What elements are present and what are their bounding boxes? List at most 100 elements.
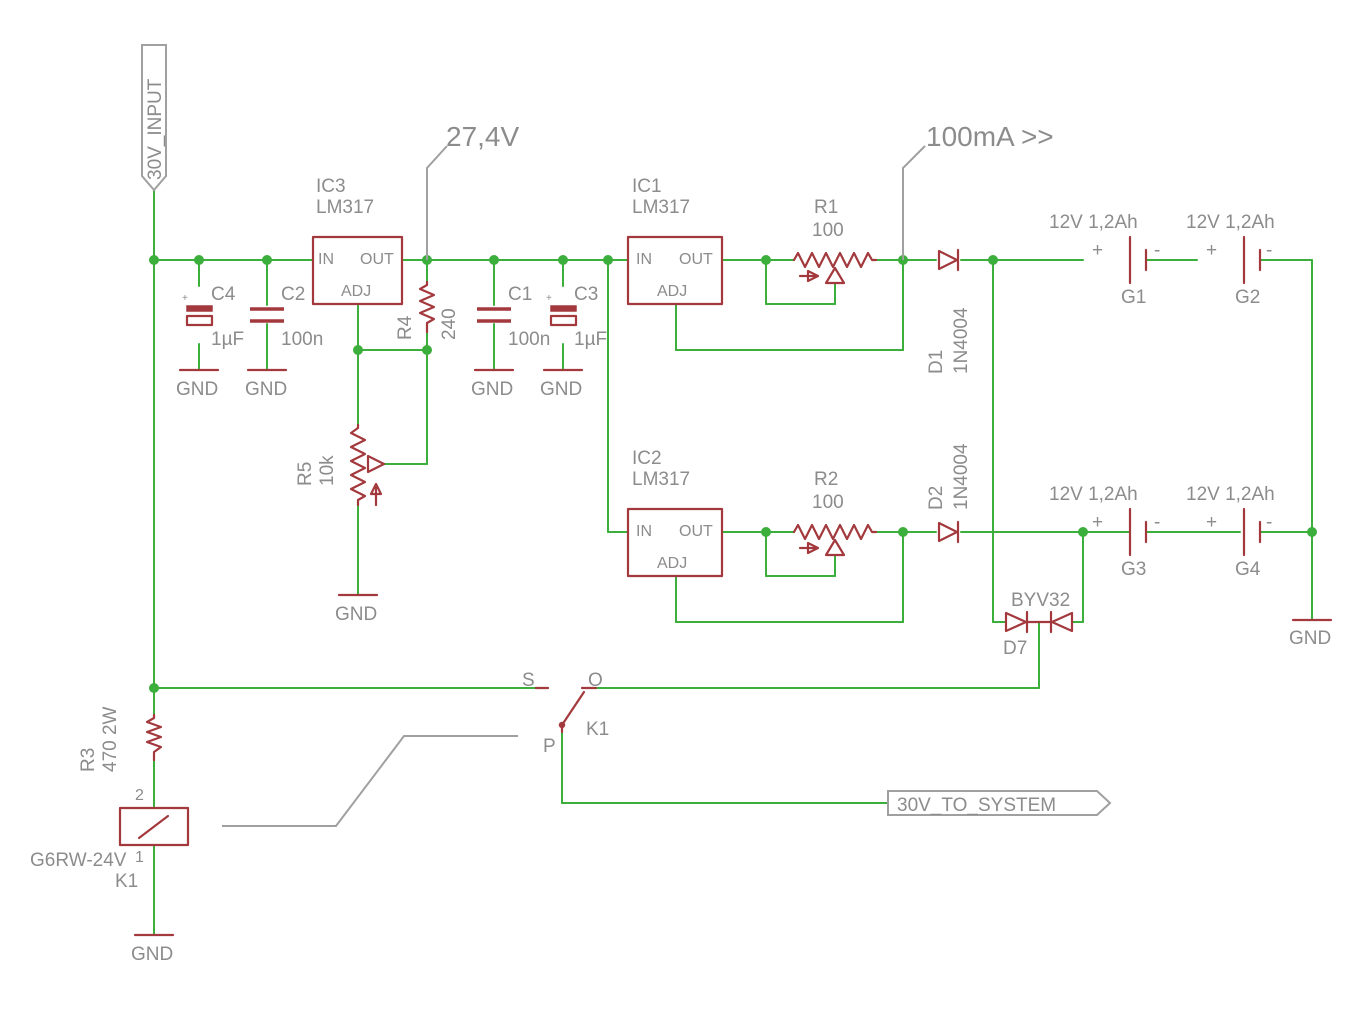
resistor-r3: R3 470 2W <box>78 706 163 772</box>
svg-text:10k: 10k <box>317 455 338 486</box>
svg-text:-: - <box>1154 240 1160 261</box>
svg-text:+: + <box>182 293 188 304</box>
svg-text:ADJ: ADJ <box>657 283 687 300</box>
svg-text:1N4004: 1N4004 <box>951 443 972 510</box>
svg-text:O: O <box>588 670 603 691</box>
svg-text:C3: C3 <box>574 284 598 305</box>
gnd-c3: GND <box>540 368 584 400</box>
svg-text:OUT: OUT <box>360 251 394 268</box>
svg-text:C2: C2 <box>281 284 305 305</box>
svg-text:IC2: IC2 <box>632 448 662 469</box>
regulator-ic3: IN OUT ADJ IC3 LM317 <box>311 176 404 306</box>
svg-text:30V_INPUT: 30V_INPUT <box>145 78 166 180</box>
svg-text:G4: G4 <box>1235 559 1261 580</box>
svg-text:G2: G2 <box>1235 287 1260 308</box>
svg-text:K1: K1 <box>586 719 609 740</box>
svg-text:D7: D7 <box>1003 638 1027 659</box>
resistor-r2: R2 100 <box>792 469 878 557</box>
svg-text:G3: G3 <box>1121 559 1146 580</box>
svg-text:LM317: LM317 <box>632 469 690 490</box>
gnd-batteries: GND <box>1289 618 1333 649</box>
svg-text:100: 100 <box>812 220 844 241</box>
gnd-r5: GND <box>335 593 379 625</box>
battery-g1: + - 12V 1,2Ah G1 <box>1049 212 1160 308</box>
svg-text:IC1: IC1 <box>632 176 662 197</box>
svg-text:470 2W: 470 2W <box>100 706 121 772</box>
svg-text:+: + <box>1206 240 1217 261</box>
svg-text:12V 1,2Ah: 12V 1,2Ah <box>1186 484 1275 505</box>
svg-text:GND: GND <box>245 379 287 400</box>
voltage-annotation: 27,4V <box>426 121 519 260</box>
svg-text:100: 100 <box>812 492 844 513</box>
svg-text:P: P <box>543 736 556 757</box>
svg-text:-: - <box>1266 512 1272 533</box>
relay-linkage <box>222 735 518 827</box>
svg-text:LM317: LM317 <box>316 197 374 218</box>
wires <box>153 189 1313 936</box>
capacitor-c2: C2 100n <box>250 284 323 350</box>
gnd-c4: GND <box>176 368 220 400</box>
svg-text:100n: 100n <box>508 329 550 350</box>
svg-text:IN: IN <box>636 523 652 540</box>
svg-text:+: + <box>1092 512 1103 533</box>
svg-text:OUT: OUT <box>679 523 713 540</box>
gnd-c2: GND <box>245 368 287 400</box>
svg-text:C1: C1 <box>508 284 532 305</box>
svg-text:2: 2 <box>135 787 144 804</box>
svg-text:R5: R5 <box>295 462 316 486</box>
svg-text:GND: GND <box>471 379 513 400</box>
svg-text:-: - <box>1266 240 1272 261</box>
capacitor-c4: + C4 1µF <box>182 284 244 350</box>
svg-text:R1: R1 <box>814 197 838 218</box>
svg-text:GND: GND <box>540 379 582 400</box>
svg-text:R4: R4 <box>395 315 416 340</box>
svg-text:IN: IN <box>318 251 334 268</box>
gnd-relay: GND <box>131 933 175 965</box>
relay-contact: S O P K1 <box>522 670 609 757</box>
svg-text:-: - <box>1154 512 1160 533</box>
svg-text:BYV32: BYV32 <box>1011 590 1070 611</box>
svg-text:C4: C4 <box>211 284 236 305</box>
svg-text:G6RW-24V: G6RW-24V <box>30 850 127 871</box>
regulator-ic2: IN OUT ADJ IC2 LM317 <box>626 448 724 578</box>
svg-text:1: 1 <box>135 849 144 866</box>
capacitor-c3: + C3 1µF <box>546 284 607 350</box>
svg-text:240: 240 <box>439 308 460 340</box>
svg-text:IN: IN <box>636 251 652 268</box>
svg-text:30V_TO_SYSTEM: 30V_TO_SYSTEM <box>897 795 1056 816</box>
svg-text:R2: R2 <box>814 469 838 490</box>
svg-text:D1: D1 <box>926 350 947 374</box>
svg-text:+: + <box>546 293 552 304</box>
svg-text:IC3: IC3 <box>316 176 346 197</box>
svg-text:+: + <box>1206 512 1217 533</box>
battery-g2: + - 12V 1,2Ah G2 <box>1186 212 1275 308</box>
svg-text:12V 1,2Ah: 12V 1,2Ah <box>1049 484 1138 505</box>
gnd-c1: GND <box>471 368 515 400</box>
svg-text:S: S <box>522 670 535 691</box>
output-net-label: 30V_TO_SYSTEM <box>887 790 1112 816</box>
svg-text:1µF: 1µF <box>574 329 607 350</box>
svg-text:GND: GND <box>335 604 377 625</box>
relay-coil: 2 1 G6RW-24V K1 <box>30 787 190 892</box>
battery-g4: + - 12V 1,2Ah G4 <box>1186 484 1275 580</box>
svg-text:12V 1,2Ah: 12V 1,2Ah <box>1186 212 1275 233</box>
svg-text:K1: K1 <box>115 871 138 892</box>
svg-text:G1: G1 <box>1121 287 1146 308</box>
resistor-r1: R1 100 <box>792 197 878 285</box>
svg-text:ADJ: ADJ <box>657 555 687 572</box>
svg-text:R3: R3 <box>78 748 99 772</box>
input-net-label: 30V_INPUT <box>141 44 167 192</box>
svg-text:27,4V: 27,4V <box>446 121 519 152</box>
svg-text:1N4004: 1N4004 <box>951 307 972 374</box>
diode-d1: D1 1N4004 <box>926 248 972 374</box>
svg-text:+: + <box>1092 240 1103 261</box>
battery-g3: + - 12V 1,2Ah G3 <box>1049 484 1160 580</box>
svg-text:12V 1,2Ah: 12V 1,2Ah <box>1049 212 1138 233</box>
svg-text:D2: D2 <box>926 486 947 510</box>
junctions <box>149 255 1317 693</box>
current-annotation: 100mA >> <box>902 121 1054 260</box>
svg-text:GND: GND <box>1289 628 1331 649</box>
regulator-ic1: IN OUT ADJ IC1 LM317 <box>626 176 724 306</box>
diode-d7: BYV32 D7 <box>1003 590 1074 659</box>
